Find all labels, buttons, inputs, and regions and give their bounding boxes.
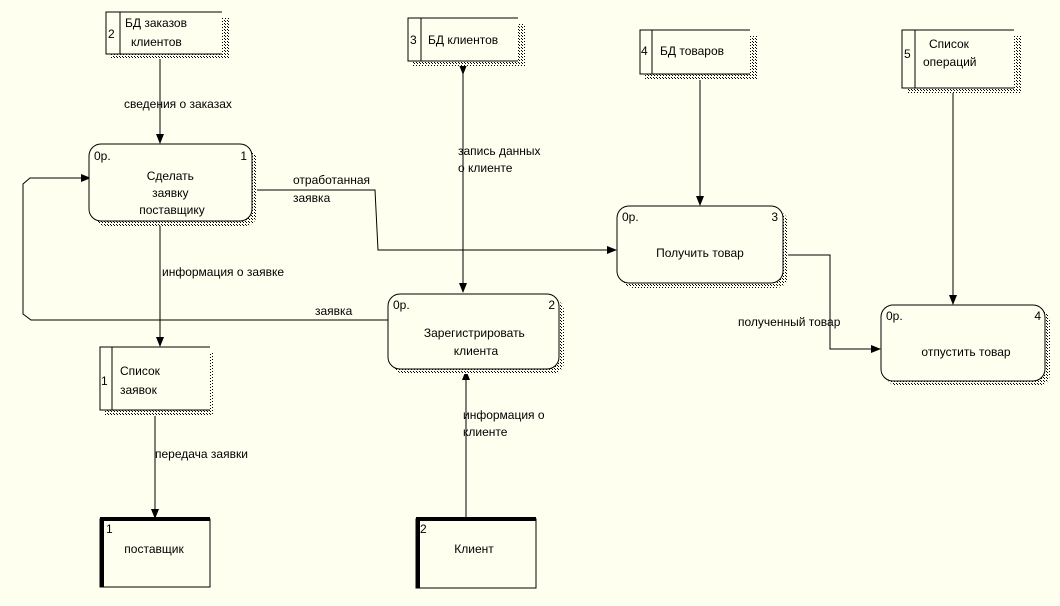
process-number: 3 (771, 210, 778, 224)
process-2[interactable]: 0р. 2 Зарегистрировать клиента (387, 293, 564, 374)
data-store-number: 2 (108, 27, 115, 41)
external-entity-1[interactable]: 1 поставщик (99, 517, 211, 588)
process-title: Сделать заявку поставщику (139, 169, 205, 217)
entity-number: 2 (420, 522, 427, 536)
process-3[interactable]: 0р. 3 Получить товар (616, 205, 788, 288)
data-store-label: БД заказов клиентов (125, 16, 190, 49)
flow-label-f6: полученный товар (738, 315, 841, 329)
process-number: 1 (240, 149, 247, 163)
data-store-label: Список заявок (120, 364, 163, 397)
data-store-number: 3 (410, 33, 417, 47)
data-store-label: Список операций (923, 37, 976, 69)
process-1[interactable]: 0р. 1 Сделать заявку поставщику (88, 143, 257, 226)
data-store-label: БД товаров (660, 44, 724, 58)
data-store-2[interactable]: 2 БД заказов клиентов (105, 11, 229, 59)
process-4[interactable]: 0р. 4 отпустить товар (880, 304, 1050, 386)
process-cost: 0р. (94, 149, 111, 163)
data-store-4[interactable]: 4 БД товаров (639, 29, 757, 80)
process-number: 2 (548, 298, 555, 312)
process-title: отпустить товар (921, 345, 1011, 359)
entity-label: Клиент (454, 542, 494, 556)
flow-label-f5: заявка (315, 304, 353, 318)
data-store-number: 4 (641, 44, 648, 58)
process-cost: 0р. (622, 210, 639, 224)
data-store-number: 1 (101, 374, 108, 388)
process-title: Зарегистрировать клиента (424, 326, 528, 358)
flow-label-f1: сведения о заказах (124, 97, 232, 111)
flow-label-f4: информация о заявке (162, 265, 284, 279)
external-entity-2[interactable]: 2 Клиент (415, 517, 537, 589)
data-store-number: 5 (904, 47, 911, 61)
flow-lines (22, 58, 957, 519)
data-store-5[interactable]: 5 Список операций (901, 29, 1021, 93)
process-cost: 0р. (393, 298, 410, 312)
data-store-1[interactable]: 1 Список заявок (99, 346, 213, 416)
flow-line-f3[interactable] (252, 189, 617, 254)
flow-line-f6[interactable] (784, 254, 881, 353)
entity-number: 1 (106, 522, 113, 536)
flow-label-f7: передача заявки (155, 447, 248, 461)
process-title: Получить товар (656, 246, 744, 260)
flow-line-f5[interactable] (22, 174, 388, 321)
process-cost: 0р. (886, 309, 903, 323)
data-store-label: БД клиентов (428, 33, 498, 47)
entity-label: поставщик (124, 542, 184, 556)
data-store-3[interactable]: 3 БД клиентов (407, 17, 525, 66)
process-number: 4 (1034, 309, 1041, 323)
